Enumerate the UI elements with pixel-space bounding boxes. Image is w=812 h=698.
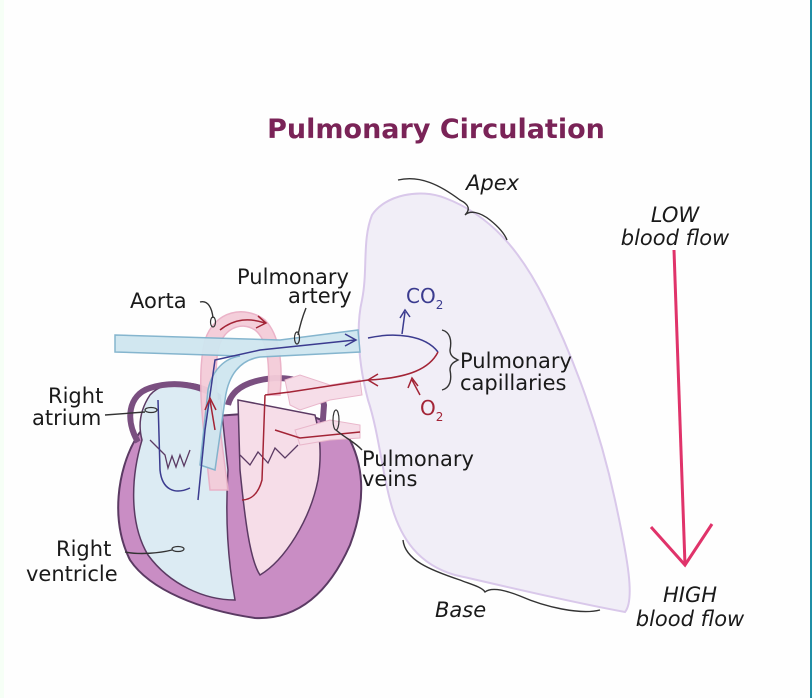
low-flow-label-2: blood flow bbox=[621, 226, 730, 250]
pulmonary-artery-label-1: Pulmonary bbox=[237, 265, 349, 289]
mitral-valve bbox=[239, 444, 299, 467]
right-ventricle-label-2: ventricle bbox=[26, 562, 118, 586]
frame-left-edge bbox=[0, 0, 4, 698]
co2-label: CO2 bbox=[406, 284, 443, 312]
right-ventricle-leader bbox=[124, 549, 173, 555]
base-brace bbox=[402, 539, 601, 613]
aorta-pointer bbox=[209, 316, 217, 328]
pulmonary-artery bbox=[114, 329, 361, 471]
pulmonary-veins-lower bbox=[294, 419, 361, 446]
apex-brace bbox=[397, 178, 508, 241]
pulmonary-artery-label-2: artery bbox=[288, 284, 352, 308]
high-flow-label-2: blood flow bbox=[636, 607, 745, 631]
pulmonary-artery-pointer bbox=[293, 331, 301, 345]
right-ventricle-label-1: Right bbox=[56, 537, 111, 561]
deoxygenated-flow-path bbox=[157, 339, 356, 501]
right-atrium-label-2: atrium bbox=[32, 406, 101, 430]
pulmonary-veins-label-2: veins bbox=[362, 467, 417, 491]
lung bbox=[357, 192, 631, 614]
capillaries-brace bbox=[441, 329, 460, 391]
pulmonary-capillaries-label-2: capillaries bbox=[460, 371, 566, 395]
right-ventricle-pointer bbox=[171, 545, 185, 553]
diagram-title: Pulmonary Circulation bbox=[267, 114, 605, 145]
pulmonary-veins-label-1: Pulmonary bbox=[362, 447, 474, 471]
aorta-flow-arrow bbox=[204, 315, 268, 431]
aorta-label: Aorta bbox=[130, 289, 187, 313]
o2-arrow bbox=[407, 376, 421, 396]
aorta-leader bbox=[199, 301, 214, 319]
tricuspid-valve bbox=[149, 439, 191, 471]
right-atrium-pointer bbox=[144, 406, 158, 414]
pulmonary-veins-leader bbox=[335, 429, 363, 451]
base-label: Base bbox=[435, 598, 486, 622]
apex-label: Apex bbox=[464, 171, 520, 195]
low-flow-label-1: LOW bbox=[651, 203, 701, 227]
deoxygenated-flow-arrowhead bbox=[344, 333, 358, 347]
capillary-upper bbox=[367, 334, 439, 353]
co2-arrow bbox=[399, 308, 411, 335]
blood-flow-arrow bbox=[672, 249, 687, 566]
right-atrium-leader bbox=[104, 411, 146, 416]
oxygenated-flow-arrowhead bbox=[366, 373, 379, 387]
high-flow-label-1: HIGH bbox=[663, 583, 717, 607]
pulmonary-veins-pointer bbox=[332, 409, 340, 431]
o2-label: O2 bbox=[420, 396, 443, 424]
right-atrium-label-1: Right bbox=[48, 384, 103, 408]
pulmonary-capillaries-label-1: Pulmonary bbox=[460, 349, 572, 373]
blood-flow-arrowhead bbox=[649, 523, 714, 568]
frame-right-edge bbox=[810, 0, 812, 698]
pulmonary-artery-leader bbox=[297, 307, 307, 336]
